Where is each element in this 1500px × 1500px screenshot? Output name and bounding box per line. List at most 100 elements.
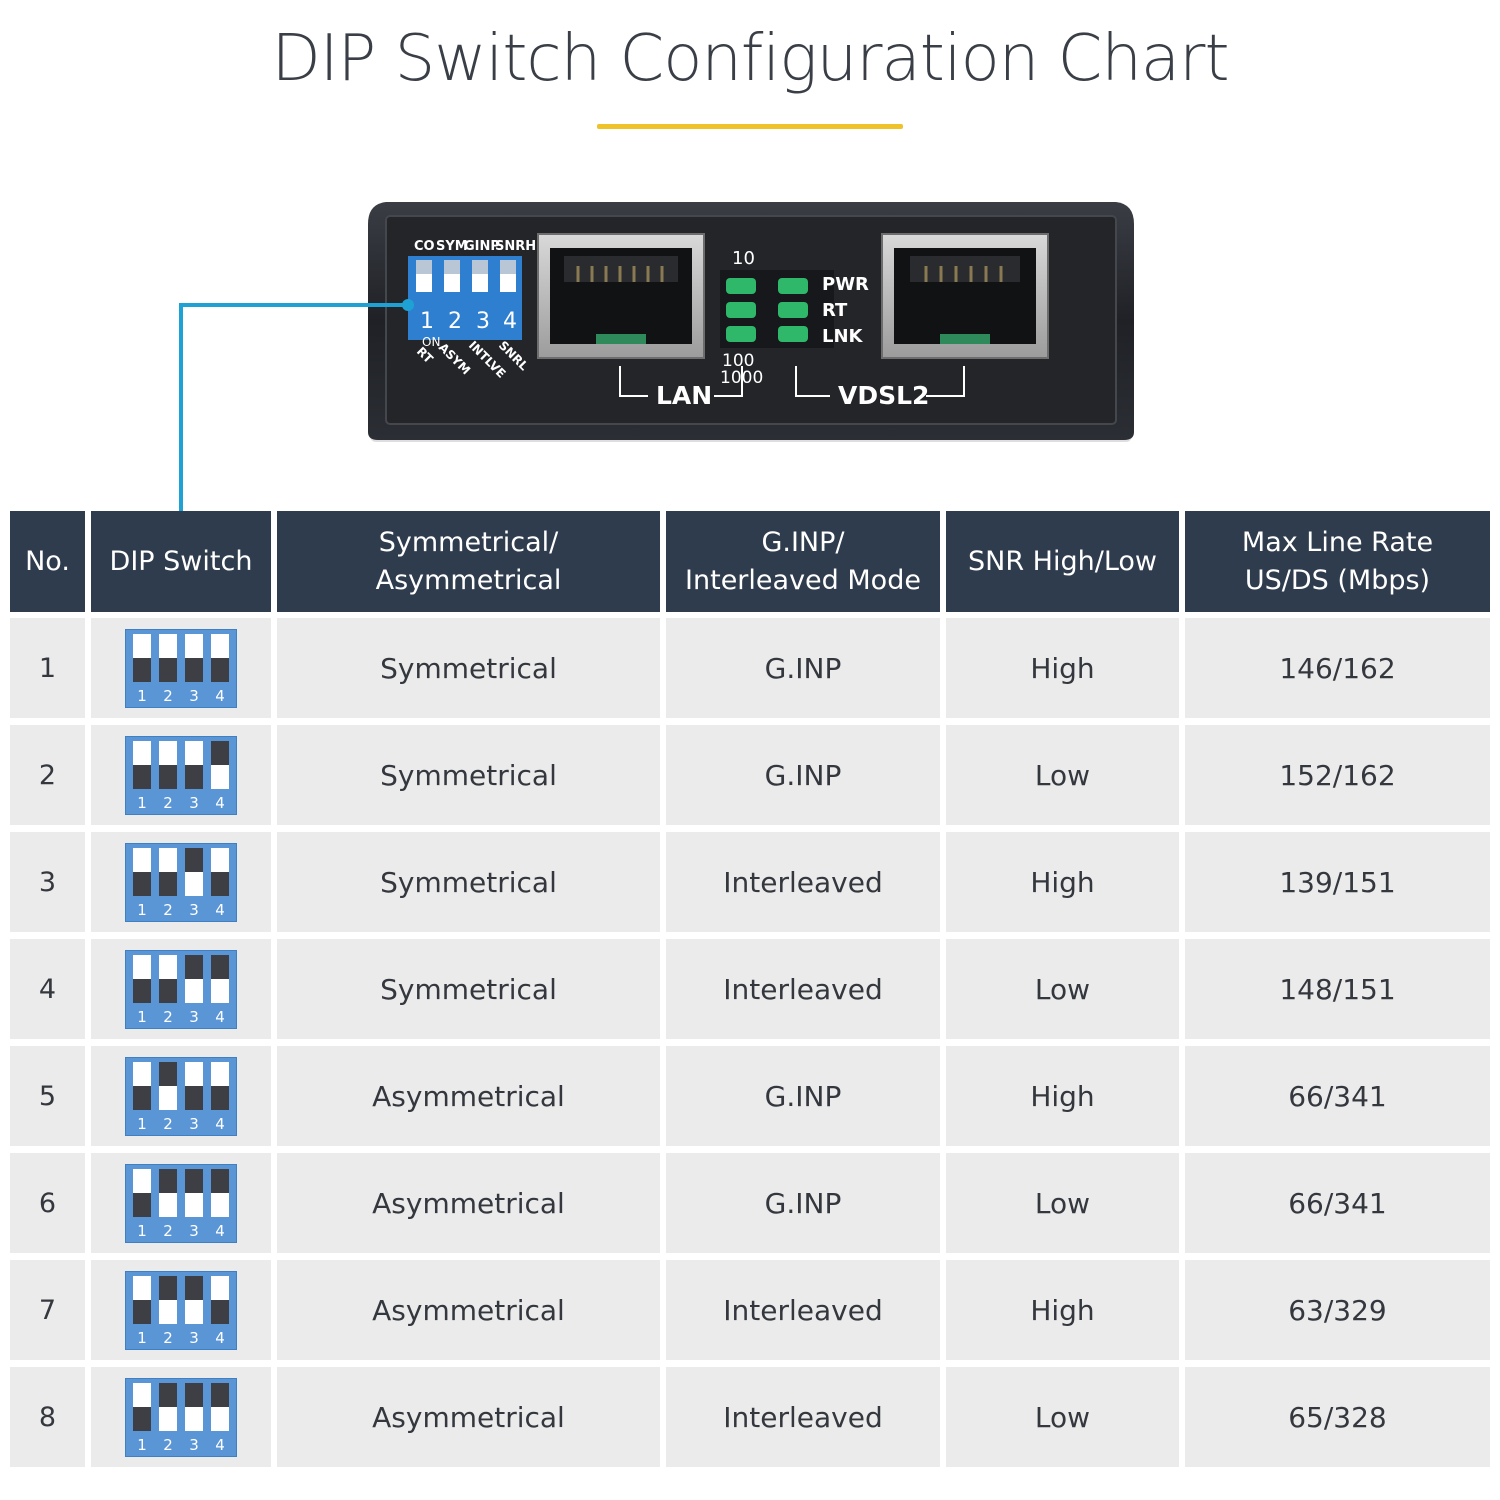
cell-line-rate: 146/162 bbox=[1185, 618, 1490, 718]
cell-no: 3 bbox=[10, 832, 85, 932]
cell-snr: High bbox=[946, 618, 1179, 718]
dip-knob-up bbox=[159, 978, 177, 1003]
led-panel: 10 PWR RT LNK 100 1000 bbox=[720, 248, 869, 388]
dip-knob-up bbox=[133, 1192, 151, 1217]
cell-ginp-mode: G.INP bbox=[666, 1153, 940, 1253]
dip-slot-1 bbox=[133, 633, 151, 682]
speed-bottom-label: 100 bbox=[722, 351, 754, 371]
dip-number: 1 bbox=[137, 686, 147, 705]
cell-symmetry: Symmetrical bbox=[277, 832, 660, 932]
dip-slot-4 bbox=[211, 1382, 229, 1431]
cell-snr: High bbox=[946, 832, 1179, 932]
dip-slot-4 bbox=[211, 1275, 229, 1324]
title-underline bbox=[597, 124, 903, 129]
callout-dot bbox=[402, 299, 414, 311]
cell-line-rate: 66/341 bbox=[1185, 1046, 1490, 1146]
dip-knob-up bbox=[211, 1085, 229, 1110]
dip-slot-1 bbox=[133, 1382, 151, 1431]
dip-slot-3 bbox=[185, 633, 203, 682]
device-dip-number: 1 bbox=[420, 309, 434, 334]
cell-line-rate: 65/328 bbox=[1185, 1367, 1490, 1467]
dip-slot-1 bbox=[133, 1168, 151, 1217]
dip-knob-up bbox=[159, 871, 177, 896]
dip-slot-3 bbox=[185, 1061, 203, 1110]
dip-knob-up bbox=[211, 871, 229, 896]
cell-ginp-mode: Interleaved bbox=[666, 1260, 940, 1360]
lan-port bbox=[537, 233, 705, 359]
header-line-rate: Max Line Rate US/DS (Mbps) bbox=[1185, 511, 1490, 612]
cell-no: 8 bbox=[10, 1367, 85, 1467]
dip-knob-down bbox=[185, 1168, 203, 1193]
cell-ginp-mode: G.INP bbox=[666, 618, 940, 718]
device-dip-knobs bbox=[416, 260, 516, 274]
page-title: DIP Switch Configuration Chart bbox=[271, 22, 1229, 96]
cell-no: 6 bbox=[10, 1153, 85, 1253]
dip-slot-4 bbox=[211, 740, 229, 789]
device-dip-top-label: CO bbox=[414, 239, 435, 254]
dip-number: 4 bbox=[215, 1221, 225, 1240]
cell-ginp-mode: G.INP bbox=[666, 725, 940, 825]
dip-number: 4 bbox=[215, 900, 225, 919]
dip-number: 4 bbox=[215, 793, 225, 812]
dip-number: 3 bbox=[189, 1328, 199, 1347]
cell-snr: Low bbox=[946, 939, 1179, 1039]
dip-slot-3 bbox=[185, 1275, 203, 1324]
device-dip-on-label: ON bbox=[422, 335, 440, 349]
device-dip-top-label: GINP bbox=[464, 239, 500, 254]
dip-number: 2 bbox=[163, 1007, 173, 1026]
cell-no: 4 bbox=[10, 939, 85, 1039]
dip-number: 2 bbox=[163, 900, 173, 919]
dip-knob-up bbox=[211, 1299, 229, 1324]
device-dip-number: 3 bbox=[476, 309, 490, 334]
cell-symmetry: Symmetrical bbox=[277, 725, 660, 825]
cell-snr: High bbox=[946, 1260, 1179, 1360]
dip-slot-2 bbox=[159, 740, 177, 789]
dip-slot-3 bbox=[185, 1382, 203, 1431]
dip-knob-up bbox=[133, 978, 151, 1003]
dip-knob-up bbox=[185, 1085, 203, 1110]
dip-slot-1 bbox=[133, 1275, 151, 1324]
cell-snr: Low bbox=[946, 1367, 1179, 1467]
cell-snr: Low bbox=[946, 1153, 1179, 1253]
dip-slot-4 bbox=[211, 1061, 229, 1110]
cell-symmetry: Asymmetrical bbox=[277, 1260, 660, 1360]
lan-label: LAN bbox=[656, 381, 712, 410]
dip-slot-3 bbox=[185, 847, 203, 896]
header-dip-switch: DIP Switch bbox=[91, 511, 271, 612]
dip-number: 3 bbox=[189, 1435, 199, 1454]
dip-knob-down bbox=[159, 1382, 177, 1407]
dip-slot-4 bbox=[211, 847, 229, 896]
cell-no: 5 bbox=[10, 1046, 85, 1146]
dip-slot-1 bbox=[133, 847, 151, 896]
device-dip-number: 2 bbox=[448, 309, 462, 334]
dip-knob-up bbox=[133, 1406, 151, 1431]
dip-slot-3 bbox=[185, 1168, 203, 1217]
cell-snr: High bbox=[946, 1046, 1179, 1146]
dip-number: 4 bbox=[215, 1328, 225, 1347]
dip-number: 1 bbox=[137, 1007, 147, 1026]
callout-line-vertical bbox=[179, 303, 183, 513]
dip-knob-down bbox=[185, 1275, 203, 1300]
cell-ginp-mode: G.INP bbox=[666, 1046, 940, 1146]
header-symmetry: Symmetrical/ Asymmetrical bbox=[277, 511, 660, 612]
header-no: No. bbox=[10, 511, 85, 612]
dip-slot-4 bbox=[211, 954, 229, 1003]
vdsl2-label: VDSL2 bbox=[838, 381, 929, 410]
cell-no: 2 bbox=[10, 725, 85, 825]
dip-number: 4 bbox=[215, 686, 225, 705]
dip-number: 1 bbox=[137, 1114, 147, 1133]
dip-slot-4 bbox=[211, 633, 229, 682]
dip-number: 4 bbox=[215, 1114, 225, 1133]
dip-knob-down bbox=[211, 1168, 229, 1193]
dip-knob-down bbox=[211, 954, 229, 979]
device-dip-number: 4 bbox=[503, 309, 517, 334]
callout-line-horizontal bbox=[179, 303, 409, 307]
